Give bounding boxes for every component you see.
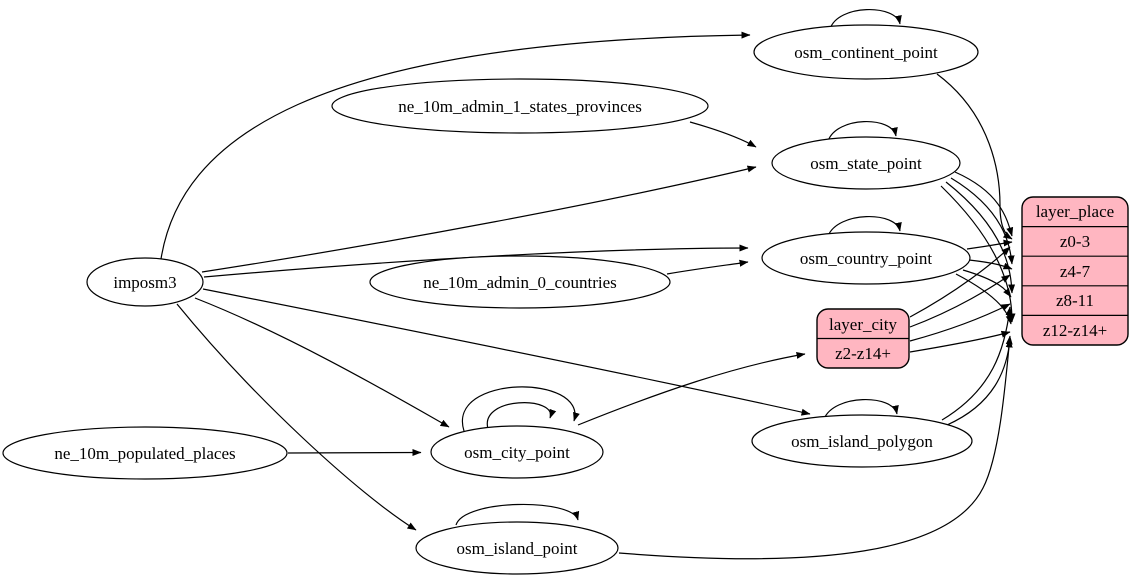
- node-ne-admin0-label: ne_10m_admin_0_countries: [423, 273, 617, 292]
- node-state-label: osm_state_point: [810, 154, 922, 173]
- edge-imposm3-city: [194, 297, 450, 428]
- edge-imposm3-island-point: [176, 303, 417, 531]
- record-layer-place-row-z4-7: z4-7: [1060, 262, 1091, 281]
- selfloop-island-point: [455, 503, 580, 526]
- edge-layer-city-z12-z14: [909, 330, 1011, 353]
- edge-state-z0-3: [954, 171, 1014, 237]
- node-island-polygon-label: osm_island_polygon: [791, 432, 933, 451]
- edge-layer-city-z4-7: [909, 274, 1011, 328]
- record-layer-city-row-z2-z14: z2-z14+: [835, 344, 891, 363]
- record-layer-city-title: layer_city: [829, 315, 897, 334]
- node-osm-city-point: osm_city_point: [430, 425, 604, 479]
- selfloop-city-inner: [486, 402, 557, 430]
- node-country-label: osm_country_point: [800, 249, 932, 268]
- node-imposm3-shape: [86, 257, 204, 307]
- node-city-label: osm_city_point: [464, 443, 570, 462]
- node-ne-populated-label: ne_10m_populated_places: [54, 444, 235, 463]
- node-ne-admin0-shape: [369, 255, 671, 309]
- node-ne-10m-admin-0-countries: ne_10m_admin_0_countries: [369, 255, 671, 309]
- edge-island-polygon-z8-11: [941, 306, 1013, 421]
- record-layer-place-row-z12-z14: z12-z14+: [1043, 321, 1107, 340]
- edge-layer-city-z8-11: [909, 303, 1011, 342]
- record-layer-place-shape: [1021, 196, 1129, 346]
- record-layer-place-row-z0-3: z0-3: [1060, 232, 1090, 251]
- selfloop-city-outer: [461, 386, 580, 432]
- node-city-shape: [430, 425, 604, 479]
- node-island-point-label: osm_island_point: [457, 539, 578, 558]
- node-island-point-shape: [415, 521, 619, 575]
- node-island-polygon-shape: [751, 414, 973, 468]
- record-layer-place-title: layer_place: [1036, 202, 1114, 221]
- node-osm-country-point: osm_country_point: [761, 231, 971, 285]
- edge-imposm3-country: [203, 244, 749, 278]
- edge-ne-populated-city: [287, 449, 422, 457]
- node-osm-island-point: osm_island_point: [415, 521, 619, 575]
- selfloop-state: [827, 120, 898, 142]
- node-ne-populated-shape: [2, 426, 288, 480]
- node-osm-state-point: osm_state_point: [771, 136, 961, 190]
- node-continent-label: osm_continent_point: [794, 43, 938, 62]
- node-ne-10m-populated-places: ne_10m_populated_places: [2, 426, 288, 480]
- edge-layer-city-z0-3: [909, 246, 1011, 318]
- edge-imposm3-state: [201, 165, 757, 273]
- selfloop-continent: [829, 8, 902, 30]
- node-osm-continent-point: osm_continent_point: [753, 24, 979, 80]
- node-osm-island-polygon: osm_island_polygon: [751, 414, 973, 468]
- node-state-shape: [771, 136, 961, 190]
- edge-island-point-z12-z14: [618, 335, 1013, 560]
- node-ne-10m-admin-1-states-provinces: ne_10m_admin_1_states_provinces: [331, 78, 709, 134]
- selfloop-island-polygon: [823, 398, 899, 420]
- edge-ne-admin0-country: [666, 259, 749, 275]
- edge-country-z0-3: [966, 239, 1013, 250]
- edge-country-z12-z14: [955, 273, 1013, 325]
- record-layer-place: layer_place z0-3 z4-7 z8-11 z12-z14+: [1021, 196, 1129, 346]
- node-ne-admin1-label: ne_10m_admin_1_states_provinces: [398, 97, 642, 116]
- edge-country-z8-11: [962, 269, 1012, 298]
- edge-country-z4-7: [968, 259, 1013, 270]
- edge-ne-admin1-state: [689, 121, 757, 148]
- record-layer-city: layer_city z2-z14+: [816, 308, 910, 369]
- record-layer-place-row-z8-11: z8-11: [1056, 291, 1094, 310]
- edge-state-z4-7: [950, 177, 1015, 265]
- node-imposm3-label: imposm3: [113, 273, 176, 292]
- node-imposm3: imposm3: [86, 257, 204, 307]
- edges: [160, 8, 1016, 560]
- edge-continent-z0-3: [936, 73, 1013, 240]
- edge-imposm3-continent: [160, 31, 751, 260]
- node-continent-shape: [753, 24, 979, 80]
- node-ne-admin1-shape: [331, 78, 709, 134]
- selfloop-country: [827, 215, 902, 237]
- edge-city-layer-city: [577, 351, 806, 426]
- edge-imposm3-island-polygon: [202, 288, 811, 416]
- node-country-shape: [761, 231, 971, 285]
